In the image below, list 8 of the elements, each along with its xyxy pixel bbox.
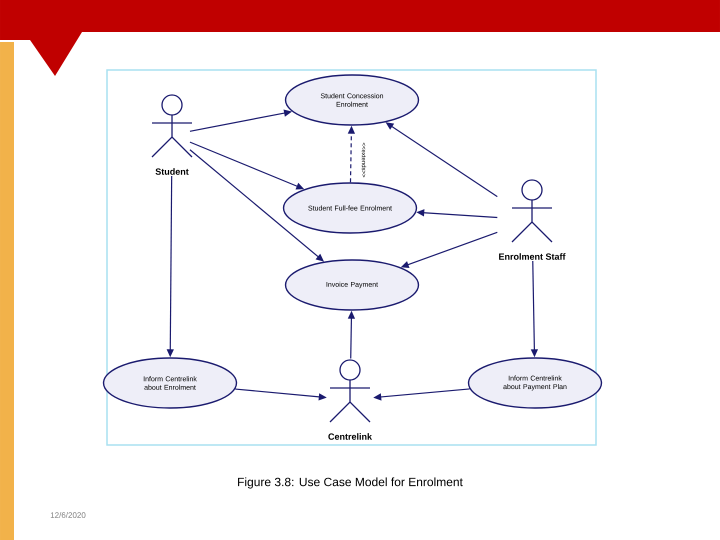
actor-figure: Student (152, 94, 192, 175)
actor-figure: Centrelink (328, 359, 372, 440)
caption: Figure 3.8: Use Case Model for Enrolment (238, 477, 463, 489)
node-label: Centrelink (328, 433, 372, 440)
date-label: 12/6/2020 (50, 512, 86, 518)
node-label: Enrolment Staff (499, 253, 566, 260)
actor-figure: Enrolment Staff (499, 179, 566, 260)
node-label: Student (156, 168, 189, 175)
